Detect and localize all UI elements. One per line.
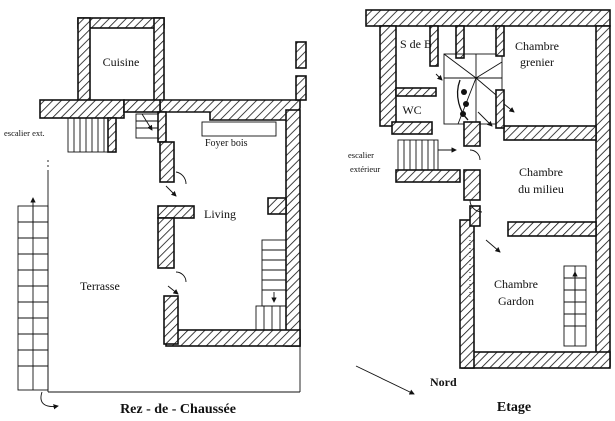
escalier-ext-stair	[67, 113, 159, 153]
upper-spiral-stair	[435, 53, 503, 127]
ground-floor-title: Rez - de - Chaussée	[120, 402, 236, 417]
upper-floor-plan: Nord S de B WC Chambre grenier Chambre d…	[348, 9, 611, 415]
terrasse-outline	[47, 41, 307, 393]
label-wc: WC	[402, 103, 421, 117]
gardon-stair	[563, 265, 587, 347]
ground-inner-walls	[157, 111, 195, 269]
upper-outline	[365, 10, 471, 300]
label-foyer-bois: Foyer bois	[205, 138, 248, 149]
label-cuisine: Cuisine	[103, 55, 140, 69]
label-nord: Nord	[430, 375, 457, 389]
ground-top-walls	[39, 99, 301, 121]
label-s-de-b: S de B	[400, 37, 432, 51]
label-escalier-exterieur-1: escalier	[348, 150, 374, 160]
upper-milieu-walls	[469, 199, 597, 253]
ground-bottom-wall	[163, 295, 301, 347]
label-terrasse: Terrasse	[80, 279, 120, 293]
label-chambre-grenier-1: Chambre	[515, 39, 559, 53]
foyer-bois	[201, 121, 277, 137]
label-escalier-exterieur-2: extérieur	[350, 164, 380, 174]
upper-grenier-walls	[495, 25, 597, 141]
label-chambre-milieu-1: Chambre	[519, 165, 563, 179]
label-living: Living	[204, 207, 236, 221]
ground-floor-plan: Cuisine Foyer bois Living Terrasse escal…	[4, 17, 307, 417]
upper-bathroom-walls	[391, 25, 465, 135]
ground-right-wall	[267, 109, 301, 347]
upper-floor-title: Etage	[497, 400, 531, 415]
north-arrow: Nord	[355, 365, 457, 395]
label-chambre-grenier-2: grenier	[520, 55, 554, 69]
label-chambre-gardon-1: Chambre	[494, 277, 538, 291]
upper-outer-walls	[365, 9, 611, 369]
upper-exterior-stair	[395, 121, 481, 201]
label-chambre-milieu-2: du milieu	[518, 182, 564, 196]
label-chambre-gardon-2: Gardon	[498, 294, 534, 308]
label-escalier-ext: escalier ext.	[4, 128, 45, 138]
ground-interior-stair	[255, 239, 287, 331]
ground-door-arrows	[165, 171, 187, 295]
terrasse-stair	[17, 197, 59, 410]
